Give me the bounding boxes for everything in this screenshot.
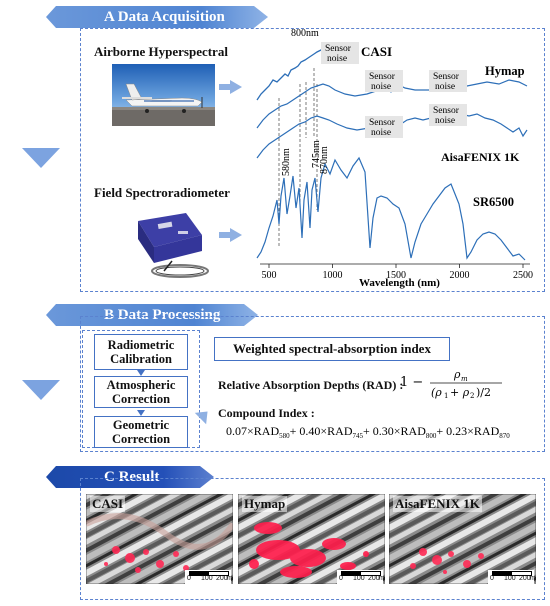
section-a-header: A Data Acquisition [46,6,268,28]
section-c-box [80,478,545,600]
svg-text:(ρ: (ρ [431,386,442,399]
annotation-870nm: 870nm [319,146,330,174]
section-b-box [80,316,545,452]
x-tick-label: 2000 [450,270,470,281]
annotation-800nm: 800nm [291,28,319,39]
x-tick-label: 1500 [386,270,406,281]
spectroradiometer-photo [124,205,212,283]
sensor-noise-word2: noise [371,82,391,92]
x-tick-label: 500 [262,270,277,281]
down-arrow-icon [22,148,60,168]
section-a-box [80,28,545,292]
sensor-noise-word1: Sensor [433,106,460,116]
svg-text:ρ: ρ [453,368,461,381]
section-c-title: C Result [104,469,160,485]
map-casi-label: CASI [90,496,126,512]
step-arrow-icon [137,410,145,416]
sensor-noise-word2: noise [371,128,391,138]
map-aisa-label: AisaFENIX 1K [393,496,482,512]
svg-text:m: m [461,375,468,383]
casi-curve [256,47,326,101]
airborne-label: Airborne Hyperspectral [94,44,228,59]
arrow-shaft [219,232,231,238]
rad-formula: 1 − ρ m (ρ 1 + ρ 2 )/2 [400,368,502,400]
section-c-header: C Result [46,466,214,488]
arrow-right-icon [230,80,242,94]
svg-text:2: 2 [470,392,474,400]
spectra-chart: 500 1000 1500 2000 2500 CASI Hymap AisaFENIX… [256,28,533,289]
svg-text:0.07×RAD580+ 0.40×RAD745+ 0.30: 0.07×RAD580+ 0.40×RAD745+ 0.30×RAD800+ 0… [226,424,510,440]
section-a-title: A Data Acquisition [104,9,225,25]
section-b-title: B Data Processing [104,307,221,323]
airplane-photo [112,64,215,126]
scale-bar: 0 100 200 m [185,570,233,584]
arrow-right-icon [230,228,242,242]
section-b-header: B Data Processing [46,304,258,326]
svg-text:1 −: 1 − [400,375,423,390]
compound-label: Compound Index : [218,406,315,420]
x-tick-label: 1000 [323,270,343,281]
scale-bar: 0 100 200 m [337,570,385,584]
annotation-745nm: 745nm [311,140,322,168]
sr6500-curve [256,156,526,261]
svg-text:1: 1 [444,392,448,400]
sr6500-label: SR6500 [473,195,514,209]
index-title: Weighted spectral-absorption index [214,337,450,361]
annotation-580nm: 580nm [281,148,292,176]
sensor-noise-word1: Sensor [369,72,396,82]
sensor-noise-word1: Sensor [369,118,396,128]
field-label: Field Spectroradiometer [94,185,230,200]
down-arrow-icon [22,380,60,400]
x-ticks: 500 1000 1500 2000 2500 [262,264,533,281]
casi-label: CASI [361,44,392,59]
x-axis-label: Wavelength (nm) [359,277,440,289]
scale-bar: 0 100 200 m [488,570,536,584]
sensor-noise-word2: noise [435,82,455,92]
arrow-shaft [219,84,231,90]
compound-formula: 0.07×RAD580+ 0.40×RAD745+ 0.30×RAD800+ 0… [226,424,510,440]
sensor-noise-word1: Sensor [325,44,352,54]
sensor-noise-word2: noise [327,54,347,64]
sensor-noise-word1: Sensor [433,72,460,82]
rad-label: Relative Absorption Depths (RAD) : [218,378,404,392]
svg-text:)/2: )/2 [476,386,491,399]
map-hymap-label: Hymap [242,496,288,512]
x-tick-label: 2500 [513,270,533,281]
aisa-label: AisaFENIX 1K [441,150,520,164]
sensor-noise-word2: noise [435,116,455,126]
step-arrow-icon [137,370,145,376]
hymap-label: Hymap [485,64,525,78]
svg-text:+ ρ: + ρ [450,386,470,399]
